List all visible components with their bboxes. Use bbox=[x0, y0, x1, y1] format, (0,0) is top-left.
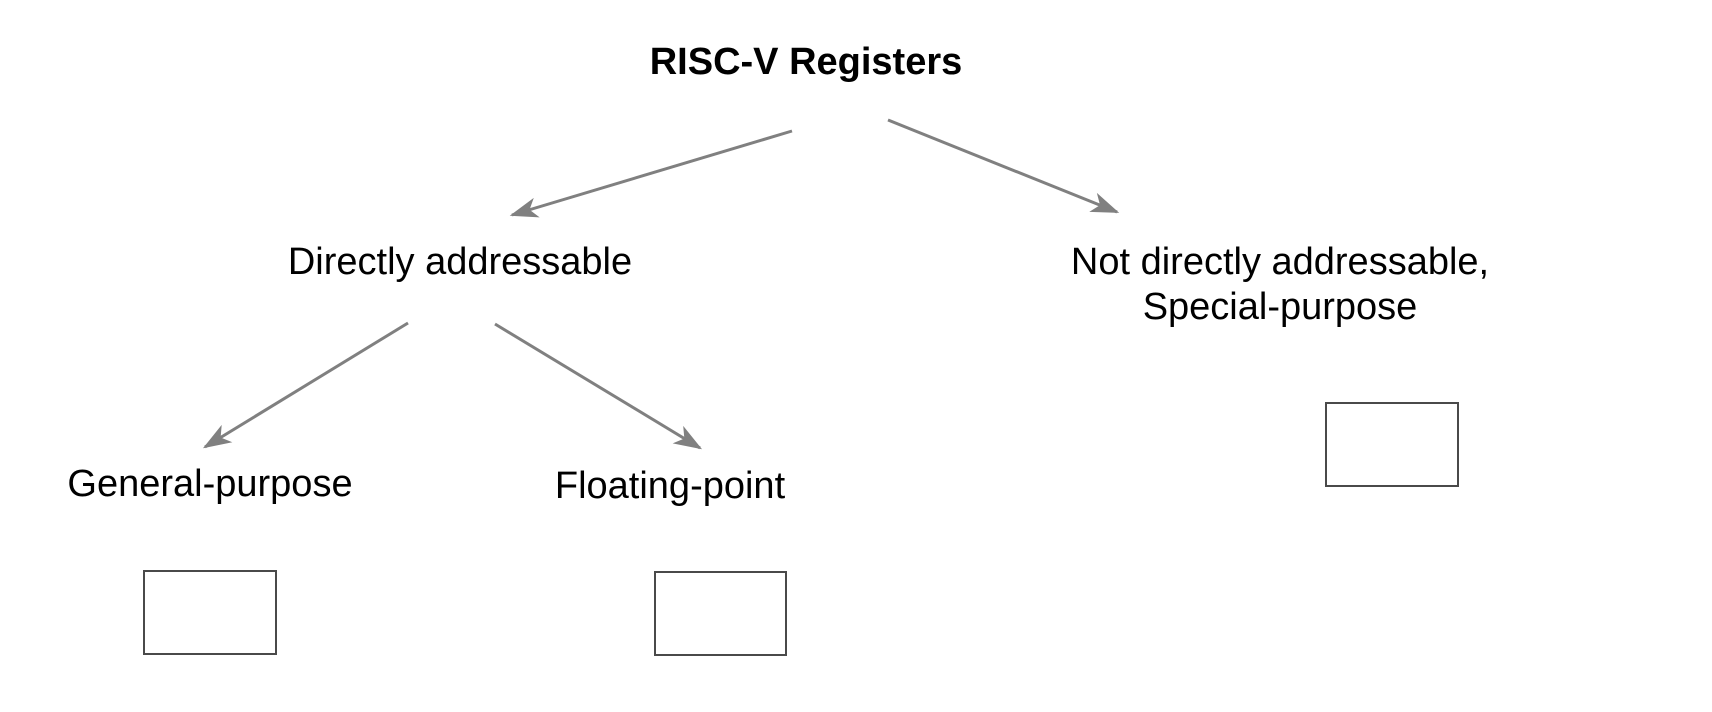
arrow-root-to-directly-addressable bbox=[509, 129, 793, 218]
arrow-root-to-not-directly-addressable bbox=[887, 118, 1120, 214]
node-general-purpose: General-purpose bbox=[67, 463, 353, 505]
arrow-directly-to-general-purpose bbox=[202, 321, 409, 449]
page-title: RISC-V Registers bbox=[649, 41, 963, 83]
arrow-directly-to-floating-point bbox=[494, 322, 703, 450]
node-floating-point: Floating-point bbox=[554, 465, 786, 507]
general-purpose-register-box bbox=[143, 570, 277, 655]
special-purpose-register-box bbox=[1325, 402, 1459, 487]
node-not-directly-addressable: Not directly addressable, Special-purpos… bbox=[1070, 241, 1490, 328]
floating-point-register-box bbox=[654, 571, 787, 656]
node-directly-addressable: Directly addressable bbox=[287, 241, 633, 283]
